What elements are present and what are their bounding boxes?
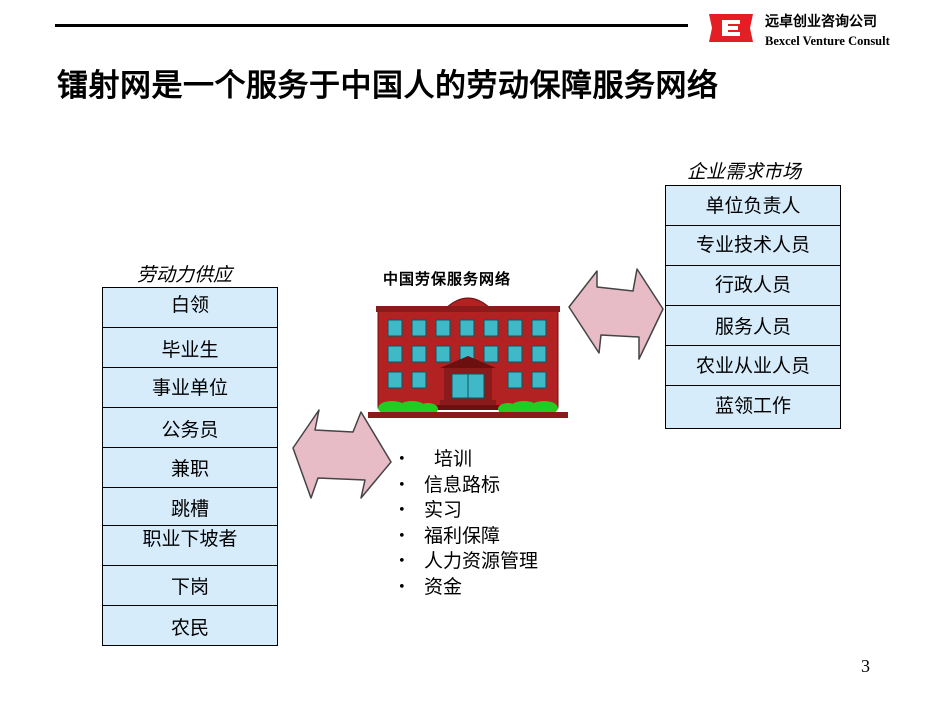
- company-name-en: Bexcel Venture Consult: [765, 34, 890, 48]
- list-item: •人力资源管理: [398, 549, 538, 575]
- list-item: •福利保障: [398, 524, 538, 550]
- bexcel-logo-icon: [709, 14, 753, 42]
- list-item: 服务人员: [666, 305, 840, 358]
- list-item: •资金: [398, 575, 538, 601]
- list-item: 专业技术人员: [666, 225, 840, 276]
- list-item: 蓝领工作: [666, 385, 840, 439]
- bullet-icon: •: [398, 554, 406, 569]
- list-item: 单位负责人: [705, 195, 801, 217]
- page-number: 3: [861, 656, 870, 676]
- double-arrow-right: [568, 268, 664, 360]
- list-item: 农业从业人员: [666, 345, 840, 397]
- list-item: 兼职: [103, 447, 277, 500]
- network-label: 中国劳保服务网络: [383, 270, 512, 288]
- list-item: 跳槽: [103, 487, 277, 538]
- list-item: 农民: [103, 605, 277, 659]
- labor-supply-label: 劳动力供应: [137, 264, 233, 286]
- labor-supply-list: 白领 毕业生 事业单位 公务员 兼职 跳槽 职业下坡者 下岗 农民: [102, 287, 278, 646]
- list-item: •培训: [398, 447, 538, 473]
- enterprise-demand-list: 单位负责人 专业技术人员 行政人员 服务人员 农业从业人员 蓝领工作: [665, 185, 841, 429]
- services-list: •培训 •信息路标 •实习 •福利保障 •人力资源管理 •资金: [398, 447, 538, 600]
- list-item: 白领: [170, 294, 209, 316]
- page-title: 镭射网是一个服务于中国人的劳动保障服务网络: [57, 68, 719, 104]
- building-icon: [368, 297, 568, 418]
- list-item: 公务员: [103, 407, 277, 461]
- list-item: 下岗: [103, 565, 277, 618]
- bullet-icon: •: [398, 579, 406, 595]
- list-item: •实习: [398, 498, 538, 524]
- list-item: •信息路标: [398, 473, 538, 499]
- list-item: 行政人员: [666, 265, 840, 316]
- list-item: 职业下坡者: [103, 525, 277, 570]
- list-item: 事业单位: [103, 367, 277, 419]
- bullet-icon: •: [398, 503, 406, 518]
- double-arrow-left: [292, 409, 392, 499]
- enterprise-demand-label: 企业需求市场: [687, 161, 802, 183]
- company-name-cn: 远卓创业咨询公司: [765, 14, 877, 30]
- bullet-icon: •: [398, 477, 406, 493]
- bullet-icon: •: [398, 452, 406, 467]
- bullet-icon: •: [398, 528, 406, 544]
- list-item: 毕业生: [103, 327, 277, 381]
- header-rule: [55, 24, 688, 27]
